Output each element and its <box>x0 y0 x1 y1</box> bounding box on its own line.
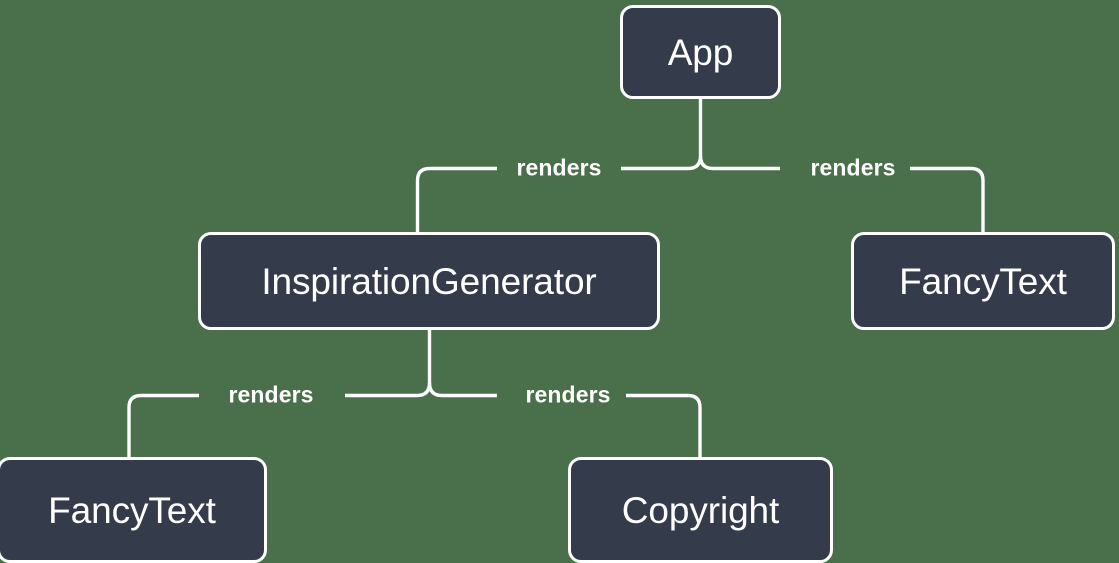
node-fancytext-right[interactable]: FancyText <box>851 232 1115 330</box>
node-copyright[interactable]: Copyright <box>568 457 833 563</box>
wire-app-to-fancytext-right-run <box>910 166 985 232</box>
wire-inspiration-to-fancytext-bottom-run <box>127 393 199 457</box>
wire-inspiration-junction-left <box>345 382 432 398</box>
wire-app-to-inspiration-left-run <box>415 166 497 232</box>
node-fancytext-right-label: FancyText <box>899 260 1067 302</box>
node-inspiration-generator[interactable]: InspirationGenerator <box>198 232 660 330</box>
node-fancytext-bottom-label: FancyText <box>48 489 216 531</box>
wire-inspiration-to-copyright-run <box>626 393 702 457</box>
node-fancytext-bottom[interactable]: FancyText <box>0 457 267 563</box>
edge-label-inspiration-generator-to-fancytext-bottom: renders <box>228 381 314 408</box>
node-app[interactable]: App <box>620 5 781 99</box>
edge-label-inspiration-generator-to-copyright: renders <box>525 381 611 408</box>
node-inspiration-generator-label: InspirationGenerator <box>261 260 597 302</box>
edge-label-app-to-inspiration-generator: renders <box>516 154 602 181</box>
edge-label-app-to-fancytext-right: renders <box>810 154 896 181</box>
node-app-label: App <box>667 31 734 73</box>
node-copyright-label: Copyright <box>621 489 780 531</box>
wire-app-junction-right <box>698 155 780 171</box>
wire-app-junction-left <box>621 155 703 171</box>
wire-inspiration-junction-right <box>427 382 497 398</box>
